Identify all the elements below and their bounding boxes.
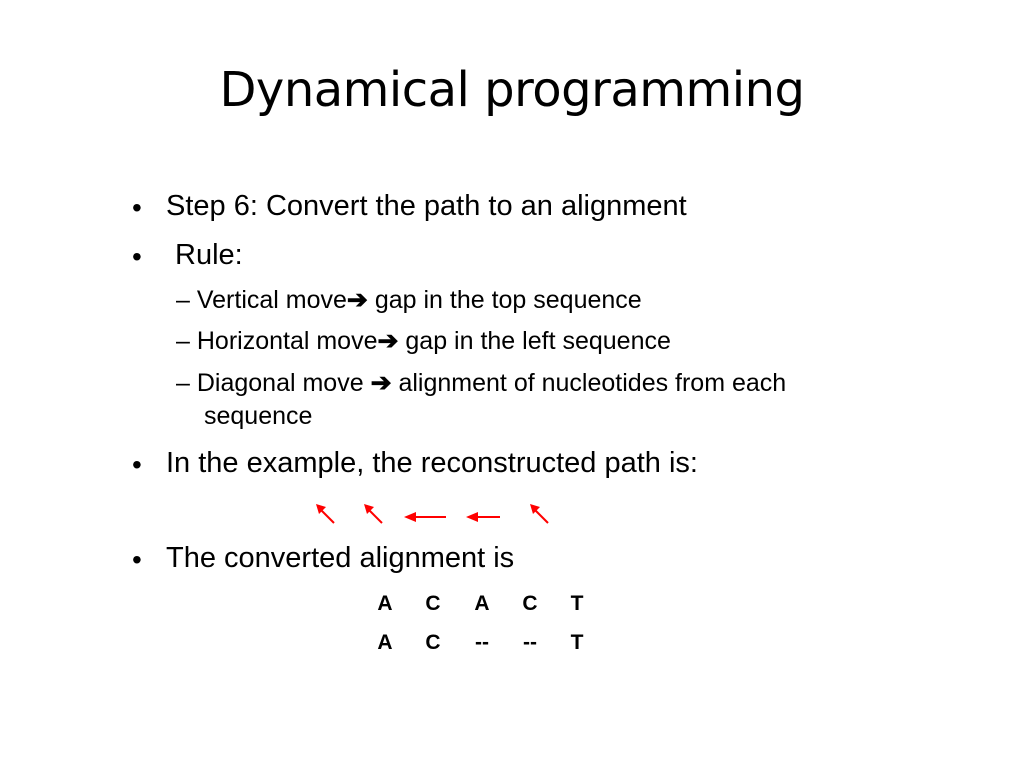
bullet-marker: • [132, 544, 142, 575]
right-arrow-icon: ➔ [377, 327, 399, 355]
arrow-diagonal-icon [364, 504, 383, 524]
rule-text: Horizontal move [196, 327, 378, 355]
alignment-bottom-row: A C -- -- T [370, 631, 600, 657]
rule-text: Diagonal move [196, 369, 371, 397]
alignment-cell: C [425, 631, 441, 654]
alignment-cell: A [377, 631, 393, 654]
rule-text: gap in the left sequence [398, 327, 671, 355]
arrow-diagonal-icon [530, 504, 549, 524]
dash-marker: – [176, 286, 190, 314]
bullet-step6: Step 6: Convert the path to an alignment [166, 190, 687, 222]
bullet-marker: • [132, 449, 142, 480]
alignment-cell: -- [475, 631, 489, 654]
bullet-marker: • [132, 241, 142, 272]
alignment-cell: -- [523, 631, 537, 654]
bullet-marker: • [132, 192, 142, 223]
arrow-left-icon [466, 512, 500, 522]
rule-diagonal-continuation: sequence [204, 402, 313, 430]
rule-text: Vertical move [196, 286, 347, 314]
dash-marker: – [176, 369, 190, 397]
slide-title: Dynamical programming [219, 62, 805, 118]
dash-marker: – [176, 327, 190, 355]
alignment-cell: A [474, 592, 490, 615]
alignment-cell: T [570, 631, 584, 654]
path-arrows [316, 504, 549, 524]
rule-vertical: – Vertical move➔ gap in the top sequence [176, 285, 642, 315]
rule-horizontal: – Horizontal move➔ gap in the left seque… [176, 326, 671, 356]
bullet-example-path: In the example, the reconstructed path i… [166, 447, 698, 479]
alignment-cell: C [522, 592, 538, 615]
alignment-cell: C [425, 592, 441, 615]
arrow-diagonal-icon [316, 504, 335, 524]
bullet-converted-alignment: The converted alignment is [166, 542, 515, 574]
rule-text: gap in the top sequence [367, 286, 642, 314]
bullet-rule: Rule: [175, 239, 243, 271]
arrow-left-icon [404, 512, 446, 522]
right-arrow-icon: ➔ [370, 369, 392, 397]
rule-text: alignment of nucleotides from each [391, 369, 787, 397]
alignment-top-row: A C A C T [370, 592, 600, 618]
alignment-cell: T [570, 592, 584, 615]
right-arrow-icon: ➔ [346, 286, 368, 314]
alignment-cell: A [377, 592, 393, 615]
rule-diagonal: – Diagonal move ➔ alignment of nucleotid… [176, 368, 786, 398]
